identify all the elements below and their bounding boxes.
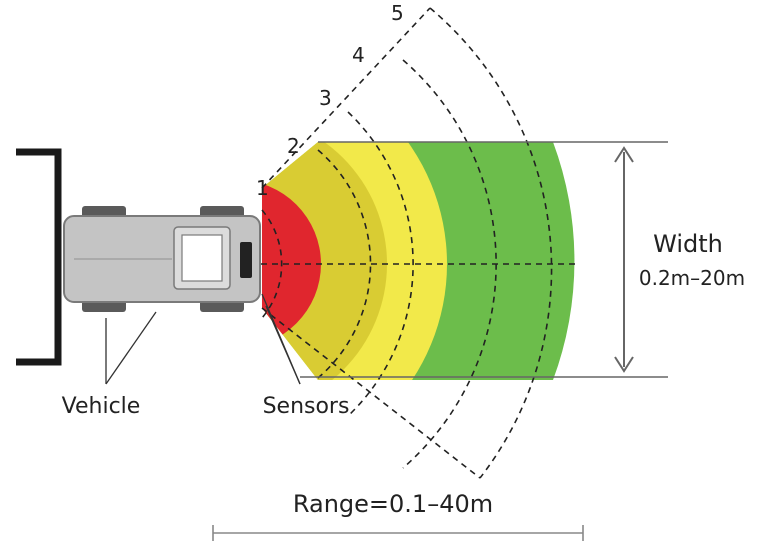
width-value: 0.2m–20m	[639, 266, 745, 290]
zone-arc-1	[261, 209, 283, 319]
cone-edge-bottom	[261, 307, 481, 479]
wall-bracket	[16, 148, 62, 366]
coverage-area	[262, 142, 575, 380]
vehicle-pointers	[105, 311, 157, 385]
zone-number-2: 2	[287, 134, 300, 158]
width-guides	[300, 141, 668, 378]
cone-edge-top	[261, 7, 431, 189]
zone-arcs	[250, 7, 580, 479]
zone-red-fill	[262, 180, 321, 348]
zone-number-4: 4	[352, 43, 365, 67]
width-dimension	[614, 146, 634, 373]
range-label: Range=0.1–40m	[293, 490, 493, 518]
sensor-unit	[240, 242, 252, 278]
zone-arc-5	[429, 7, 553, 479]
range-line	[212, 525, 584, 541]
zone-arc-3	[347, 111, 414, 417]
sensors-label: Sensors	[263, 394, 350, 419]
zone-arc-2	[317, 149, 372, 379]
zone-number-3: 3	[319, 86, 332, 110]
zone-numbers: 1 2 3 4 5	[256, 1, 404, 200]
zone-number-5: 5	[391, 1, 404, 25]
width-arrow-head-top	[614, 146, 634, 163]
sensor-pointers	[261, 293, 301, 385]
zone-yellow-dark-fill	[262, 142, 387, 380]
width-arrow-head-bottom	[614, 356, 634, 373]
vehicle-label: Vehicle	[62, 394, 141, 419]
width-title: Width	[653, 230, 723, 258]
vehicle	[63, 206, 261, 312]
zone-number-1: 1	[256, 176, 269, 200]
vehicle-window	[181, 234, 223, 282]
